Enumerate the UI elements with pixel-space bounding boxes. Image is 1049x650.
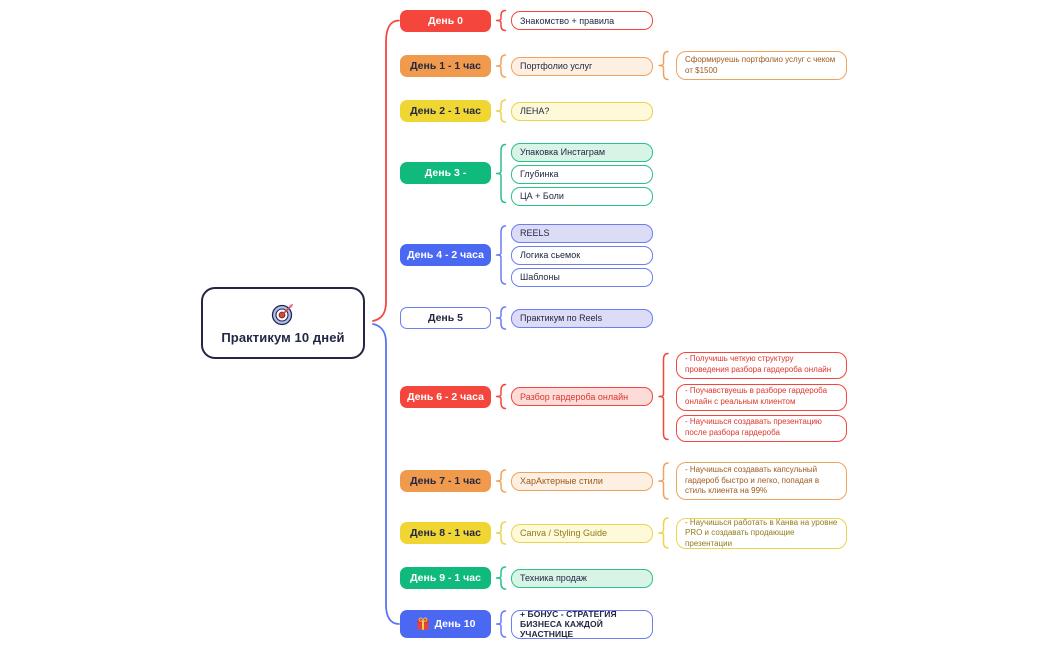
day-label: День 6 - 2 часа (407, 390, 484, 403)
child-node-4-1[interactable]: Логика сьемок (511, 245, 653, 265)
day-label: День 3 - (424, 167, 467, 179)
connector-path (658, 352, 669, 441)
child-node-2-0[interactable]: ЛЕНА? (511, 101, 653, 121)
connector-path (495, 9, 507, 32)
child-label: Canva / Styling Guide (520, 528, 608, 538)
day-node-6[interactable]: День 6 - 2 часа (400, 385, 491, 408)
day-node-5[interactable]: День 5 (400, 307, 491, 329)
outcome-label: - Научишься создавать капсульный гардеро… (685, 465, 820, 496)
connector-path (658, 517, 669, 549)
child-node-4-2[interactable]: Шаблоны (511, 267, 653, 287)
child-node-9-0[interactable]: Техника продаж (511, 568, 653, 588)
connector-path (495, 143, 507, 204)
child-node-4-0[interactable]: REELS (511, 223, 653, 243)
child-node-3-2[interactable]: ЦА + Боли (511, 186, 653, 206)
outcome-node-1-0[interactable]: Сформируешь портфолио услуг с чеком от $… (676, 51, 847, 80)
day-label: День 1 - 1 час (410, 60, 481, 72)
day-node-8[interactable]: День 8 - 1 час (400, 522, 491, 544)
day-node-10[interactable]: День 10 (400, 610, 491, 638)
connector-path (495, 521, 507, 545)
day-node-1[interactable]: День 1 - 1 час (400, 55, 491, 77)
outcome-label: Сформируешь портфолио услуг с чеком от $… (685, 54, 836, 75)
child-label: + БОНУС - СТРАТЕГИЯ БИЗНЕСА КАЖДОЙ УЧАСТ… (520, 608, 617, 640)
outcome-label: - Научишься работать в Канва на уровне P… (685, 517, 838, 548)
day-label: День 9 - 1 час (410, 572, 481, 584)
child-label: Логика сьемок (520, 250, 581, 260)
child-label: Упаковка Инстаграм (520, 147, 606, 157)
root-label: Практикум 10 дней (221, 330, 345, 345)
connector-path (658, 462, 669, 500)
child-node-3-0[interactable]: Упаковка Инстаграм (511, 142, 653, 162)
outcome-node-8-0[interactable]: - Научишься работать в Канва на уровне P… (676, 518, 847, 549)
child-node-0-0[interactable]: Знакомство + правила (511, 11, 653, 30)
child-label: Глубинка (520, 169, 559, 179)
outcome-node-6-0[interactable]: - Получишь четкую структуру проведения р… (676, 351, 847, 379)
connector-path (495, 306, 507, 330)
outcome-label: - Научишься создавать презентацию после … (685, 417, 822, 437)
child-node-3-1[interactable]: Глубинка (511, 164, 653, 184)
connector-path (495, 610, 507, 638)
dartboard-icon (270, 301, 296, 327)
day-node-9[interactable]: День 9 - 1 час (400, 567, 491, 589)
outcome-node-6-1[interactable]: - Поучавствуешь в разборе гардероба онла… (676, 383, 847, 411)
child-label: ХарАктерные стили (520, 476, 603, 486)
day-label: День 5 (427, 312, 463, 324)
day-node-4[interactable]: День 4 - 2 часа (400, 244, 491, 266)
connector-path (495, 469, 507, 493)
day-node-3[interactable]: День 3 - (400, 162, 491, 184)
child-node-10-0[interactable]: + БОНУС - СТРАТЕГИЯ БИЗНЕСА КАЖДОЙ УЧАСТ… (511, 608, 653, 640)
day-node-0[interactable]: День 0 (400, 10, 491, 32)
child-label: Практикум по Reels (520, 313, 603, 323)
outcome-node-6-2[interactable]: - Научишься создавать презентацию после … (676, 414, 847, 442)
child-label: Техника продаж (520, 573, 587, 583)
connector-path (495, 99, 507, 123)
connector-path (495, 225, 507, 285)
child-label: ЛЕНА? (520, 106, 550, 116)
connector-path (372, 323, 400, 625)
child-label: REELS (520, 228, 550, 238)
child-label: Знакомство + правила (520, 15, 615, 26)
child-label: Портфолио услуг (520, 61, 593, 71)
connector-path (495, 566, 507, 590)
connector-path (658, 50, 669, 81)
day-label: День 8 - 1 час (410, 527, 481, 539)
child-node-8-0[interactable]: Canva / Styling Guide (511, 523, 653, 543)
day-label: День 10 (434, 618, 476, 630)
connector-path (495, 383, 507, 410)
day-node-7[interactable]: День 7 - 1 час (400, 470, 491, 492)
connector-path (372, 19, 400, 322)
outcome-label: - Поучавствуешь в разборе гардероба онла… (685, 386, 828, 406)
day-label: День 4 - 2 часа (407, 249, 484, 261)
child-node-1-0[interactable]: Портфолио услуг (511, 56, 653, 76)
child-label: Разбор гардероба онлайн (520, 391, 629, 402)
day-label: День 2 - 1 час (410, 105, 481, 117)
day-label: День 0 (427, 15, 463, 27)
child-label: Шаблоны (520, 272, 560, 282)
outcome-node-7-0[interactable]: - Научишься создавать капсульный гардеро… (676, 462, 847, 500)
child-node-5-0[interactable]: Практикум по Reels (511, 308, 653, 328)
root-node[interactable]: Практикум 10 дней (201, 287, 365, 359)
day-label: День 7 - 1 час (410, 475, 481, 487)
connector-path (495, 54, 507, 78)
child-node-7-0[interactable]: ХарАктерные стили (511, 471, 653, 491)
child-label: ЦА + Боли (520, 191, 564, 201)
child-node-6-0[interactable]: Разбор гардероба онлайн (511, 387, 653, 406)
outcome-label: - Получишь четкую структуру проведения р… (685, 354, 832, 374)
day-node-2[interactable]: День 2 - 1 час (400, 100, 491, 122)
gift-icon (416, 617, 430, 631)
